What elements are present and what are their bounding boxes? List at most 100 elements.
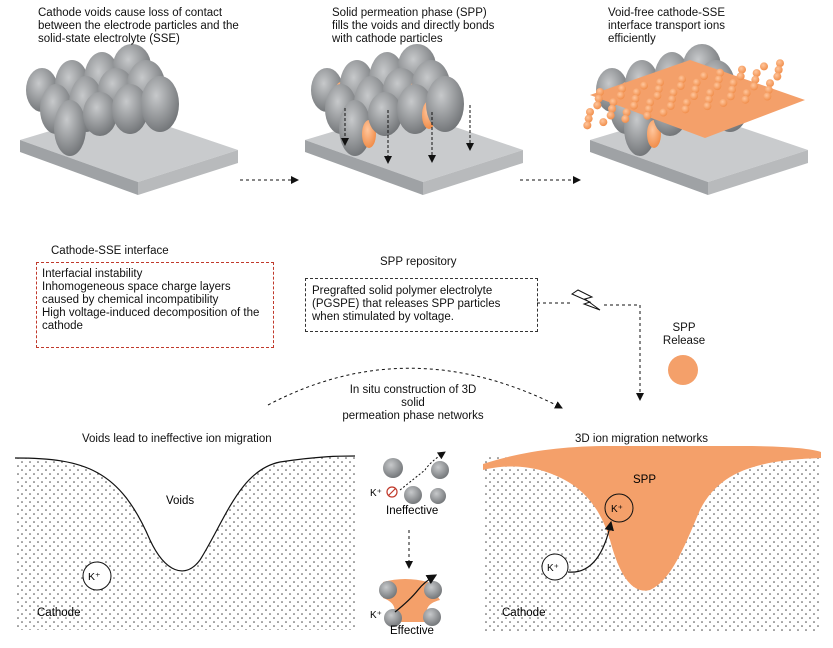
substrate-side-left (20, 140, 138, 195)
lightning-icon (570, 289, 601, 311)
spp-grain (776, 59, 784, 68)
potassium-ion (82, 561, 112, 591)
spp-grain (643, 111, 652, 120)
spp-grain (644, 105, 653, 114)
panel-void-free-illustration (583, 44, 808, 195)
spp-grain (719, 98, 728, 107)
spp-grain (609, 98, 618, 107)
voids-cathode-diagram (14, 455, 356, 630)
potassium-ion (541, 553, 569, 581)
spp-grain (654, 85, 663, 94)
construction-arc-arrow (267, 367, 563, 409)
spp-grain (714, 75, 723, 84)
particle (424, 581, 442, 599)
spp-grain (700, 72, 708, 80)
repository-title: SPP repository (380, 256, 457, 268)
potassium-ion-in-spp (604, 493, 634, 523)
spp-grain (616, 91, 625, 100)
release-path-arrow (604, 304, 644, 401)
substrate-side-right (708, 150, 808, 195)
spp-grain (750, 82, 758, 91)
spp-grain (618, 84, 626, 93)
panel-spp-illustration (305, 44, 523, 195)
spp-release-label: SPP Release (662, 322, 706, 347)
spp-grain (704, 95, 713, 104)
spp-grain (656, 78, 664, 87)
spp-grain (681, 105, 690, 114)
spp-grain (773, 72, 782, 81)
spp-grain (763, 92, 772, 101)
cathode-particles-group (311, 44, 464, 156)
spp-grain (676, 81, 685, 90)
spp-grain (716, 68, 724, 77)
ion-label: K⁺ (370, 488, 382, 499)
substrate-side-left (590, 140, 708, 195)
spp-grain (666, 101, 675, 110)
spp-grain (713, 82, 722, 91)
spp-grain (669, 88, 678, 97)
particle (423, 608, 441, 626)
void-boundary (14, 455, 356, 572)
spp-grain (583, 121, 592, 130)
particle (430, 488, 446, 504)
ion-label: K⁺ (88, 571, 101, 583)
spp-grain (692, 78, 701, 87)
particle (379, 581, 397, 599)
spp-grain (690, 92, 698, 100)
spp-top-layer (590, 60, 805, 138)
ion-migration-arrow (567, 520, 614, 573)
substrate-side-right (423, 150, 523, 195)
spp-grain (622, 108, 631, 117)
spp-grain (691, 85, 700, 94)
spp-grain (659, 108, 668, 117)
particle (383, 458, 403, 478)
spp-grain (741, 95, 750, 104)
caption-voids: Cathode voids cause loss of contact betw… (38, 7, 239, 45)
spp-particle (668, 355, 698, 385)
spp-grain (766, 79, 774, 88)
effective-label: Effective (390, 625, 434, 637)
particle (431, 461, 449, 479)
interface-lines: Interfacial instability Inhomogeneous sp… (42, 268, 260, 332)
cathode-particle (112, 84, 148, 134)
caption-void-free: Void-free cathode-SSE interface transpor… (608, 7, 725, 45)
blocked-icon (386, 486, 398, 498)
spp-grain (593, 101, 602, 110)
ion-label: K⁺ (611, 504, 623, 515)
spp-surface-texture (583, 59, 784, 130)
ion-label: K⁺ (370, 610, 382, 621)
spp-grain (668, 95, 676, 104)
spp-grain (726, 92, 735, 101)
cathode-particle (426, 76, 464, 132)
substrate-side-left (305, 140, 423, 195)
spp-grain (632, 88, 641, 97)
spp-grain (703, 102, 712, 111)
spp-grain (752, 69, 761, 78)
spp-grain (631, 94, 640, 103)
spp-grain (729, 78, 738, 87)
spp-grain (728, 85, 736, 94)
ineffective-illustration (383, 451, 449, 504)
migration-path-arrow (394, 574, 438, 613)
interface-box: Interfacial instability Inhomogeneous sp… (36, 262, 274, 348)
ineffective-label: Ineffective (386, 505, 438, 517)
spp-grain (738, 65, 746, 74)
particle (404, 486, 422, 504)
caption-spp: Solid permeation phase (SPP) fills the v… (332, 7, 495, 45)
cathode-particle (83, 92, 117, 136)
spp-grain (606, 111, 615, 120)
voids-label: Voids (166, 495, 194, 507)
spp-grain (706, 88, 714, 97)
cathode-region (15, 456, 355, 630)
panel-voids-illustration (20, 44, 238, 195)
spp-network-region (483, 446, 821, 591)
spp-grain (586, 108, 594, 116)
spp-grain (682, 98, 691, 107)
spp-label: SPP (633, 474, 656, 486)
interface-title: Cathode-SSE interface (51, 245, 169, 257)
repository-box: Pregrafted solid polymer electrolyte (PG… (305, 278, 538, 332)
spp-grain (596, 88, 604, 96)
voids-migration-title: Voids lead to ineffective ion migration (82, 433, 272, 445)
construction-text: In situ construction of 3D solid permeat… (342, 384, 484, 422)
ion-label: K⁺ (547, 563, 559, 574)
